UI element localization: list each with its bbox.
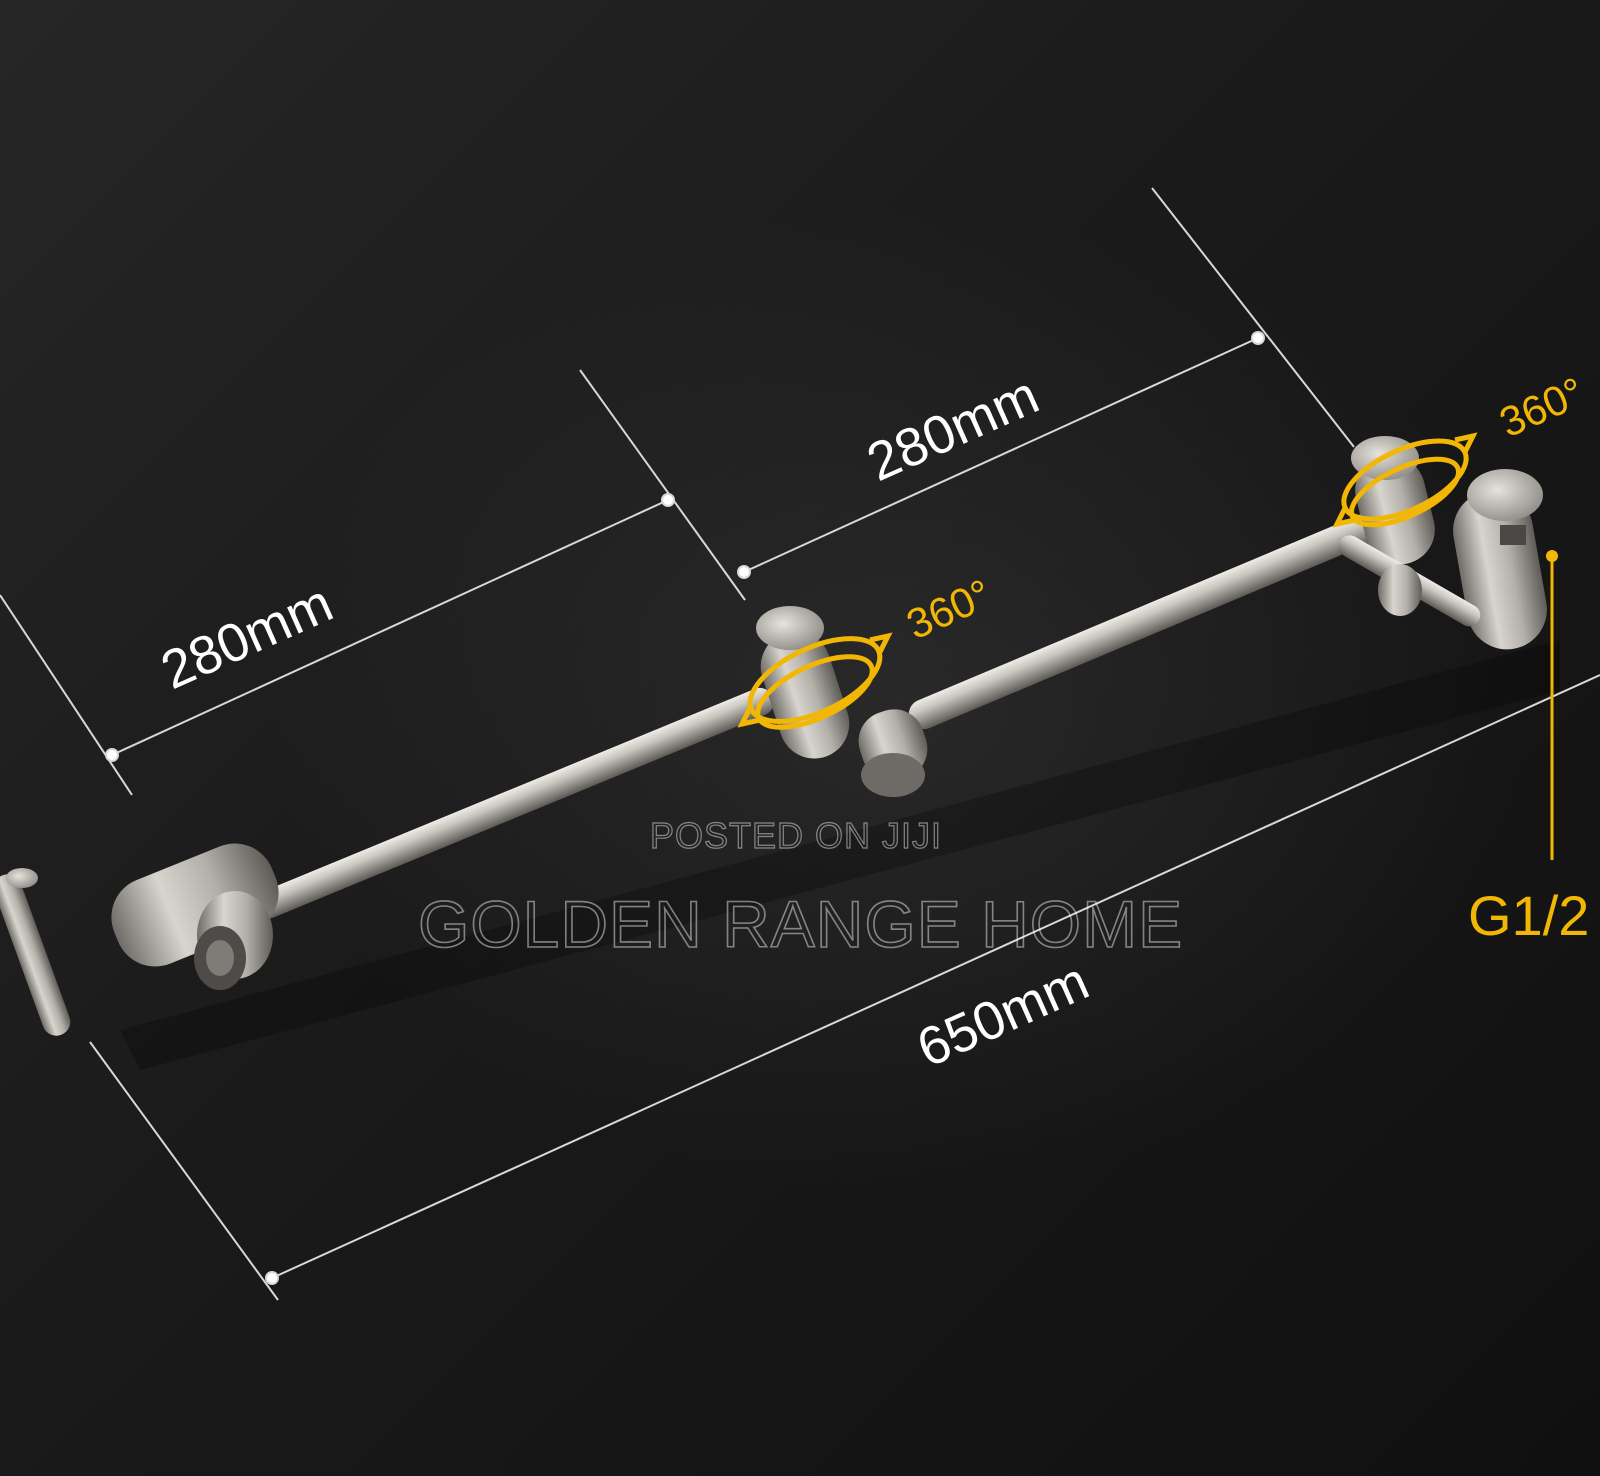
thread-callout <box>1546 550 1558 860</box>
dimension-label-total: 650mm <box>908 951 1097 1079</box>
extension-line <box>1151 187 1355 448</box>
dimension-dot <box>1251 331 1265 345</box>
dimension-line-right <box>743 337 1259 573</box>
watermark-brand: GOLDEN RANGE HOME <box>418 887 1183 961</box>
extension-line <box>89 1041 279 1301</box>
thread-size-label: G1/2 <box>1468 884 1589 947</box>
right-arm <box>908 513 1382 730</box>
dimension-line-left <box>111 499 669 756</box>
rotation-label-end: 360° <box>1493 368 1591 446</box>
arrow-icon <box>737 706 761 728</box>
extension-line <box>579 369 746 601</box>
dimension-label-left: 280mm <box>152 573 341 701</box>
left-lever-handle <box>0 868 71 1036</box>
right-lever-handle <box>1338 535 1481 627</box>
arrow-icon <box>1332 506 1356 528</box>
pot-filler-faucet <box>0 436 1560 1070</box>
dimension-line-total <box>271 674 1600 1279</box>
left-valve-body <box>111 843 279 990</box>
extension-line <box>0 594 133 796</box>
dimension-dot <box>737 565 751 579</box>
rotation-label-middle: 360° <box>900 570 998 648</box>
arrow-icon <box>1454 432 1478 454</box>
spout-outlet <box>861 753 925 797</box>
watermark-posted: POSTED ON JIJI <box>650 815 942 856</box>
dimension-lines <box>0 187 1600 1301</box>
wall-mount-joint <box>1351 436 1547 650</box>
dimension-dot <box>105 748 119 762</box>
left-arm <box>253 687 774 919</box>
dimension-dot <box>265 1271 279 1285</box>
faucet-shadow <box>120 640 1560 1070</box>
dimension-dot <box>661 493 675 507</box>
arrow-icon <box>869 632 893 654</box>
rotation-indicator-middle <box>737 632 893 730</box>
dimension-label-right: 280mm <box>858 365 1047 493</box>
rotation-indicator-end <box>1332 432 1478 528</box>
